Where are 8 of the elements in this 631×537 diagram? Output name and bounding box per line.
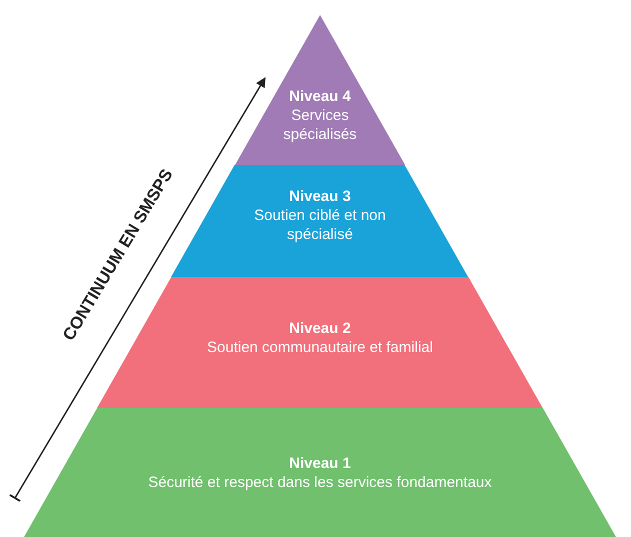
level-description: Sécurité et respect dans les services fondamentaux (147, 473, 493, 492)
level-description: Soutien communautaire et familial (206, 338, 434, 357)
level-title: Niveau 2 (288, 319, 352, 338)
level-description: Services spécialisés (282, 106, 358, 144)
level-title: Niveau 4 (288, 87, 352, 106)
level-title: Niveau 1 (288, 454, 352, 473)
level-title: Niveau 3 (288, 187, 352, 206)
level-description: Soutien ciblé et non spécialisé (253, 206, 387, 244)
